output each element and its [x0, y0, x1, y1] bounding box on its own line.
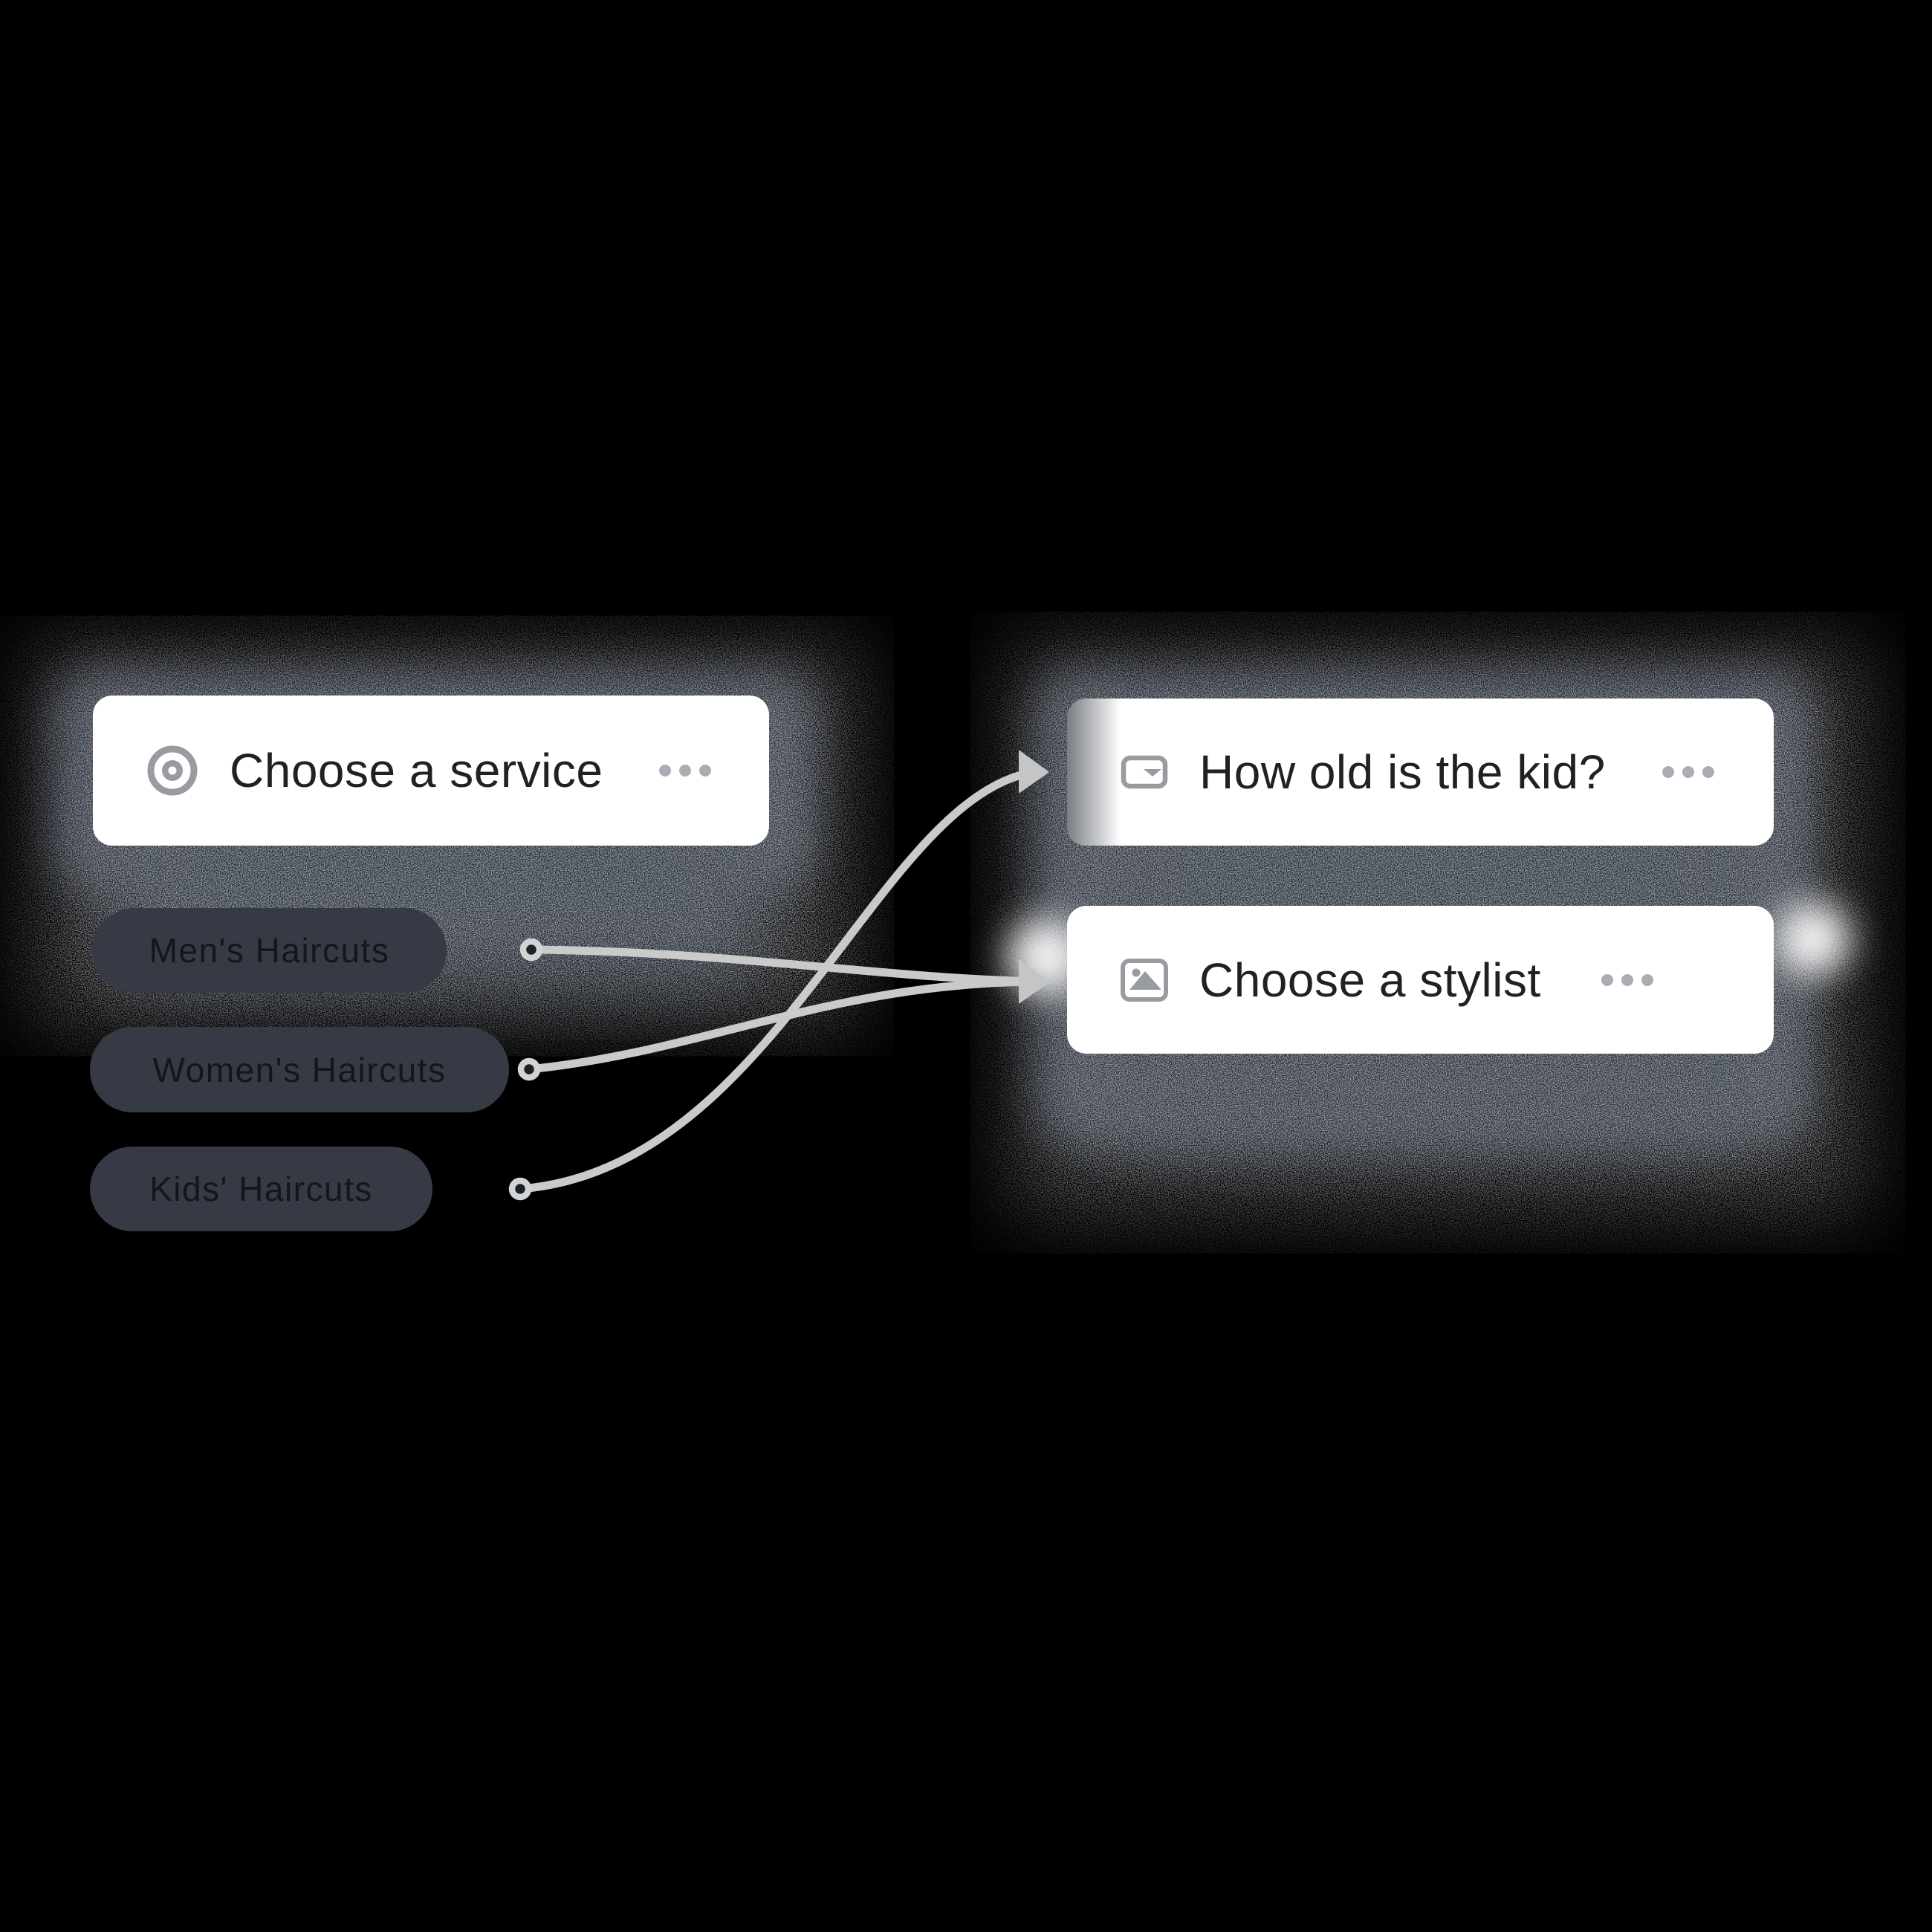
arrowhead-to-age	[1019, 750, 1049, 794]
port-womens-haircuts[interactable]	[517, 1057, 541, 1081]
connector-kids-to-age[interactable]	[516, 767, 1043, 1193]
image-icon	[1121, 958, 1168, 1002]
node-choose-a-service[interactable]: Choose a service	[93, 696, 769, 846]
port-mens-haircuts[interactable]	[519, 938, 543, 962]
node-how-old-is-the-kid[interactable]: How old is the kid?	[1067, 698, 1774, 846]
option-chip-womens-haircuts[interactable]: Women's Haircuts	[90, 1027, 509, 1112]
node-title: How old is the kid?	[1199, 745, 1606, 799]
node-title: Choose a service	[230, 744, 603, 797]
node-choose-a-stylist[interactable]: Choose a stylist	[1067, 906, 1774, 1054]
option-label: Men's Haircuts	[149, 931, 390, 970]
ellipsis-icon[interactable]	[1662, 766, 1714, 778]
ellipsis-icon[interactable]	[1601, 973, 1653, 986]
option-chip-mens-haircuts[interactable]: Men's Haircuts	[92, 908, 447, 993]
target-icon	[147, 745, 198, 796]
glow-spot-right	[1776, 902, 1850, 976]
option-chip-kids-haircuts[interactable]: Kids' Haircuts	[90, 1147, 432, 1231]
ellipsis-icon[interactable]	[659, 765, 711, 777]
option-label: Women's Haircuts	[152, 1050, 447, 1089]
port-kids-haircuts[interactable]	[508, 1177, 532, 1201]
connector-womens-to-stylist[interactable]	[525, 977, 1043, 1074]
connector-mens-to-stylist[interactable]	[527, 945, 1043, 986]
arrowhead-to-stylist	[1019, 959, 1051, 1004]
option-label: Kids' Haircuts	[149, 1170, 373, 1208]
node-title: Choose a stylist	[1199, 953, 1541, 1007]
dropdown-icon	[1121, 755, 1168, 789]
